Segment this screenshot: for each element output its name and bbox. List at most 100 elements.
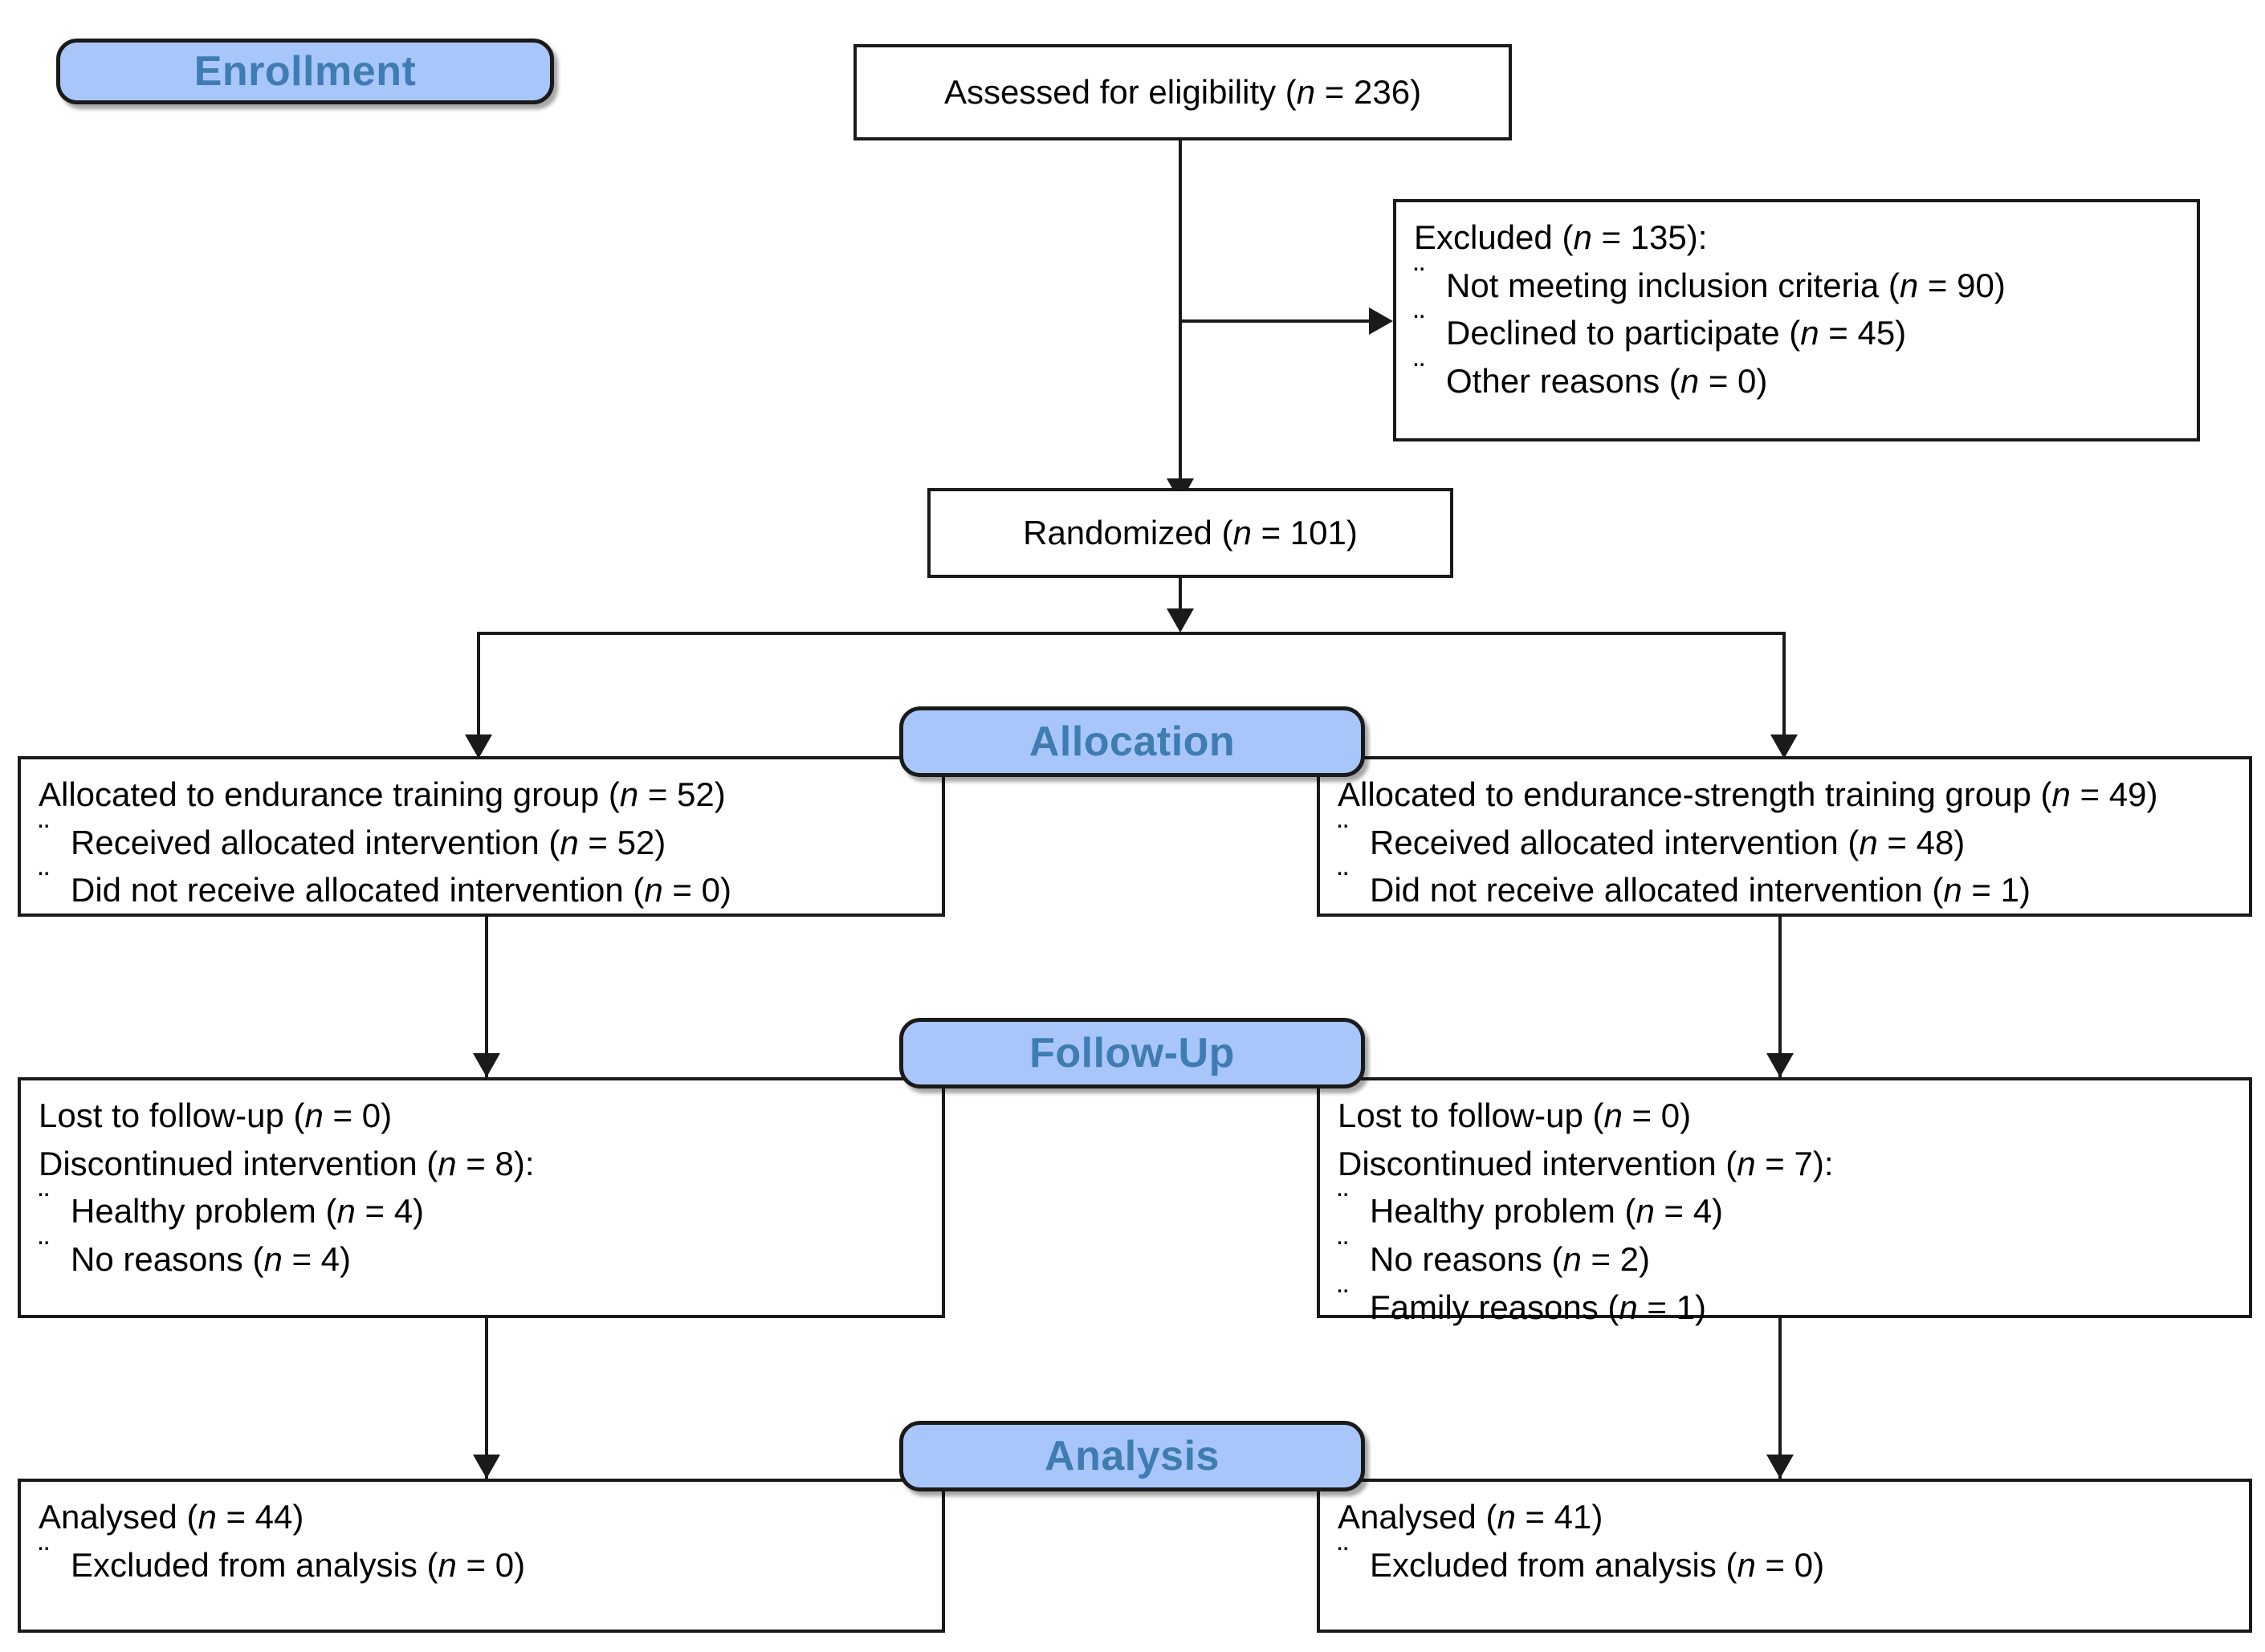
excluded-item-1-post: = 45) [1819,314,1907,352]
alloc-left-item-0-n: n [560,823,579,861]
follow-right-line1-n: n [1603,1097,1623,1134]
bullet-icon: ¨ [39,1540,50,1577]
excluded-item: ¨ Not meeting inclusion criteria (n = 90) [1414,262,2179,310]
stage-banner-enrollment: Enrollment [56,39,554,104]
alloc-left-item-1-pre: Did not receive allocated intervention ( [71,871,645,909]
excluded-heading: Excluded (n = 135): [1414,214,2179,262]
follow-left-line1-n: n [304,1097,324,1134]
bullet-icon: ¨ [1414,309,1425,345]
bullet-icon: ¨ [39,866,50,902]
banner-label-analysis: Analysis [1045,1433,1220,1479]
follow-right-line2-post: = 7): [1755,1144,1834,1182]
connector-followup-right-to-analysis [1778,1318,1782,1479]
stage-banner-analysis: Analysis [899,1421,1365,1491]
bullet-icon: ¨ [39,818,50,854]
excluded-item-1-pre: Declined to participate ( [1446,314,1801,352]
arrowhead-split-junction [1167,608,1194,633]
alloc-left-item-1-n: n [644,871,663,909]
banner-label-allocation: Allocation [1029,718,1236,765]
arrowhead-to-excluded [1369,307,1393,335]
assessed-text-post: = 236) [1315,73,1422,112]
alloc-right-heading-post: = 49) [2070,775,2158,813]
analysis-left-heading-post: = 44) [216,1498,304,1536]
arrowhead-to-followup-left [473,1053,500,1077]
alloc-right-heading: Allocated to endurance-strength training… [1338,771,2231,819]
analysis-left-item-0-pre: Excluded from analysis ( [71,1545,438,1584]
follow-right-item-0-n: n [1636,1192,1655,1231]
follow-left-item: ¨Healthy problem (n = 4) [39,1187,924,1235]
follow-right-line2-pre: Discontinued intervention ( [1338,1144,1737,1182]
bullet-icon: ¨ [1338,1283,1349,1319]
follow-left-item-1-pre: No reasons ( [71,1239,264,1278]
analysis-right-heading-post: = 41) [1515,1498,1603,1536]
analysis-left-heading: Analysed (n = 44) [39,1493,924,1541]
alloc-right-item: ¨Did not receive allocated intervention … [1338,866,2231,914]
bullet-icon: ¨ [1414,261,1425,297]
bullet-icon: ¨ [1338,818,1349,854]
follow-right-item-1-post: = 2) [1581,1239,1651,1278]
analysis-left-item-0-n: n [438,1545,457,1584]
alloc-right-item-1-post: = 1) [1962,871,2031,909]
follow-left-line1: Lost to follow-up (n = 0) [39,1092,924,1140]
follow-left-item-0-n: n [336,1192,356,1231]
node-excluded: Excluded (n = 135): ¨ Not meeting inclusi… [1393,199,2200,441]
bullet-icon: ¨ [1338,866,1349,902]
follow-right-item: ¨Family reasons (n = 1) [1338,1284,2231,1332]
analysis-right-item-0-pre: Excluded from analysis ( [1370,1545,1737,1584]
alloc-left-item: ¨Received allocated intervention (n = 52… [39,819,924,867]
excluded-item: ¨ Declined to participate (n = 45) [1414,309,2179,357]
connector-split-horizontal [477,632,1786,635]
follow-right-item-2-pre: Family reasons ( [1370,1288,1619,1326]
excluded-item-1-n: n [1800,314,1819,352]
follow-left-item-1-n: n [263,1239,283,1278]
connector-split-right-drop [1782,632,1786,756]
excluded-item-0-post: = 90) [1918,266,2006,304]
banner-label-followup: Follow-Up [1029,1030,1235,1076]
analysis-right-heading-pre: Analysed ( [1338,1498,1497,1536]
follow-right-item-0-pre: Healthy problem ( [1370,1192,1636,1231]
alloc-right-heading-pre: Allocated to endurance-strength training… [1338,775,2052,813]
follow-right-line2: Discontinued intervention (n = 7): [1338,1140,2231,1188]
alloc-left-heading-n: n [619,775,639,813]
analysis-left-heading-n: n [198,1498,217,1536]
excluded-item-0-pre: Not meeting inclusion criteria ( [1446,266,1900,304]
randomized-text-pre: Randomized ( [1023,514,1233,552]
arrowhead-to-analysis-right [1766,1455,1794,1479]
alloc-left-heading-post: = 52) [638,775,726,813]
excluded-heading-n: n [1573,218,1592,256]
alloc-right-heading-n: n [2051,775,2071,813]
follow-left-line2: Discontinued intervention (n = 8): [39,1140,924,1188]
arrowhead-to-followup-right [1766,1053,1794,1077]
randomized-n-symbol: n [1232,514,1252,552]
node-followup-endurance: Lost to follow-up (n = 0) Discontinued i… [18,1077,945,1318]
follow-right-item-1-pre: No reasons ( [1370,1239,1563,1278]
node-analysis-endurance: Analysed (n = 44) ¨ Excluded from analysi… [18,1479,945,1633]
alloc-right-item-0-post: = 48) [1877,823,1966,861]
assessed-text-pre: Assessed for eligibility ( [943,73,1297,112]
excluded-item-2-post: = 0) [1699,361,1768,400]
follow-left-line1-post: = 0) [323,1097,393,1134]
analysis-right-heading: Analysed (n = 41) [1338,1493,2231,1541]
arrowhead-to-alloc-left [465,734,492,759]
follow-right-item-2-post: = 1) [1637,1288,1706,1326]
follow-right-line2-n: n [1737,1144,1756,1182]
stage-banner-followup: Follow-Up [899,1018,1365,1088]
follow-left-item-0-pre: Healthy problem ( [71,1192,337,1231]
alloc-left-heading: Allocated to endurance training group (n… [39,771,924,819]
excluded-heading-post: = 135): [1591,218,1708,256]
connector-split-left-drop [477,632,480,756]
excluded-item-2-n: n [1680,361,1700,400]
bullet-icon: ¨ [39,1187,50,1223]
alloc-right-item-0-n: n [1859,823,1878,861]
analysis-right-item-0-post: = 0) [1755,1545,1825,1584]
randomized-text: Randomized (n = 101) [1023,509,1358,557]
stage-banner-allocation: Allocation [899,706,1365,777]
alloc-left-item: ¨ Did not receive allocated intervention … [39,866,924,914]
bullet-icon: ¨ [1414,356,1425,393]
follow-right-item: ¨No reasons (n = 2) [1338,1235,2231,1284]
alloc-left-item-0-post: = 52) [578,823,666,861]
analysis-left-item: ¨Excluded from analysis (n = 0) [39,1541,924,1589]
assessed-text: Assessed for eligibility (n = 236) [944,68,1421,116]
excluded-item-0-n: n [1899,266,1919,304]
